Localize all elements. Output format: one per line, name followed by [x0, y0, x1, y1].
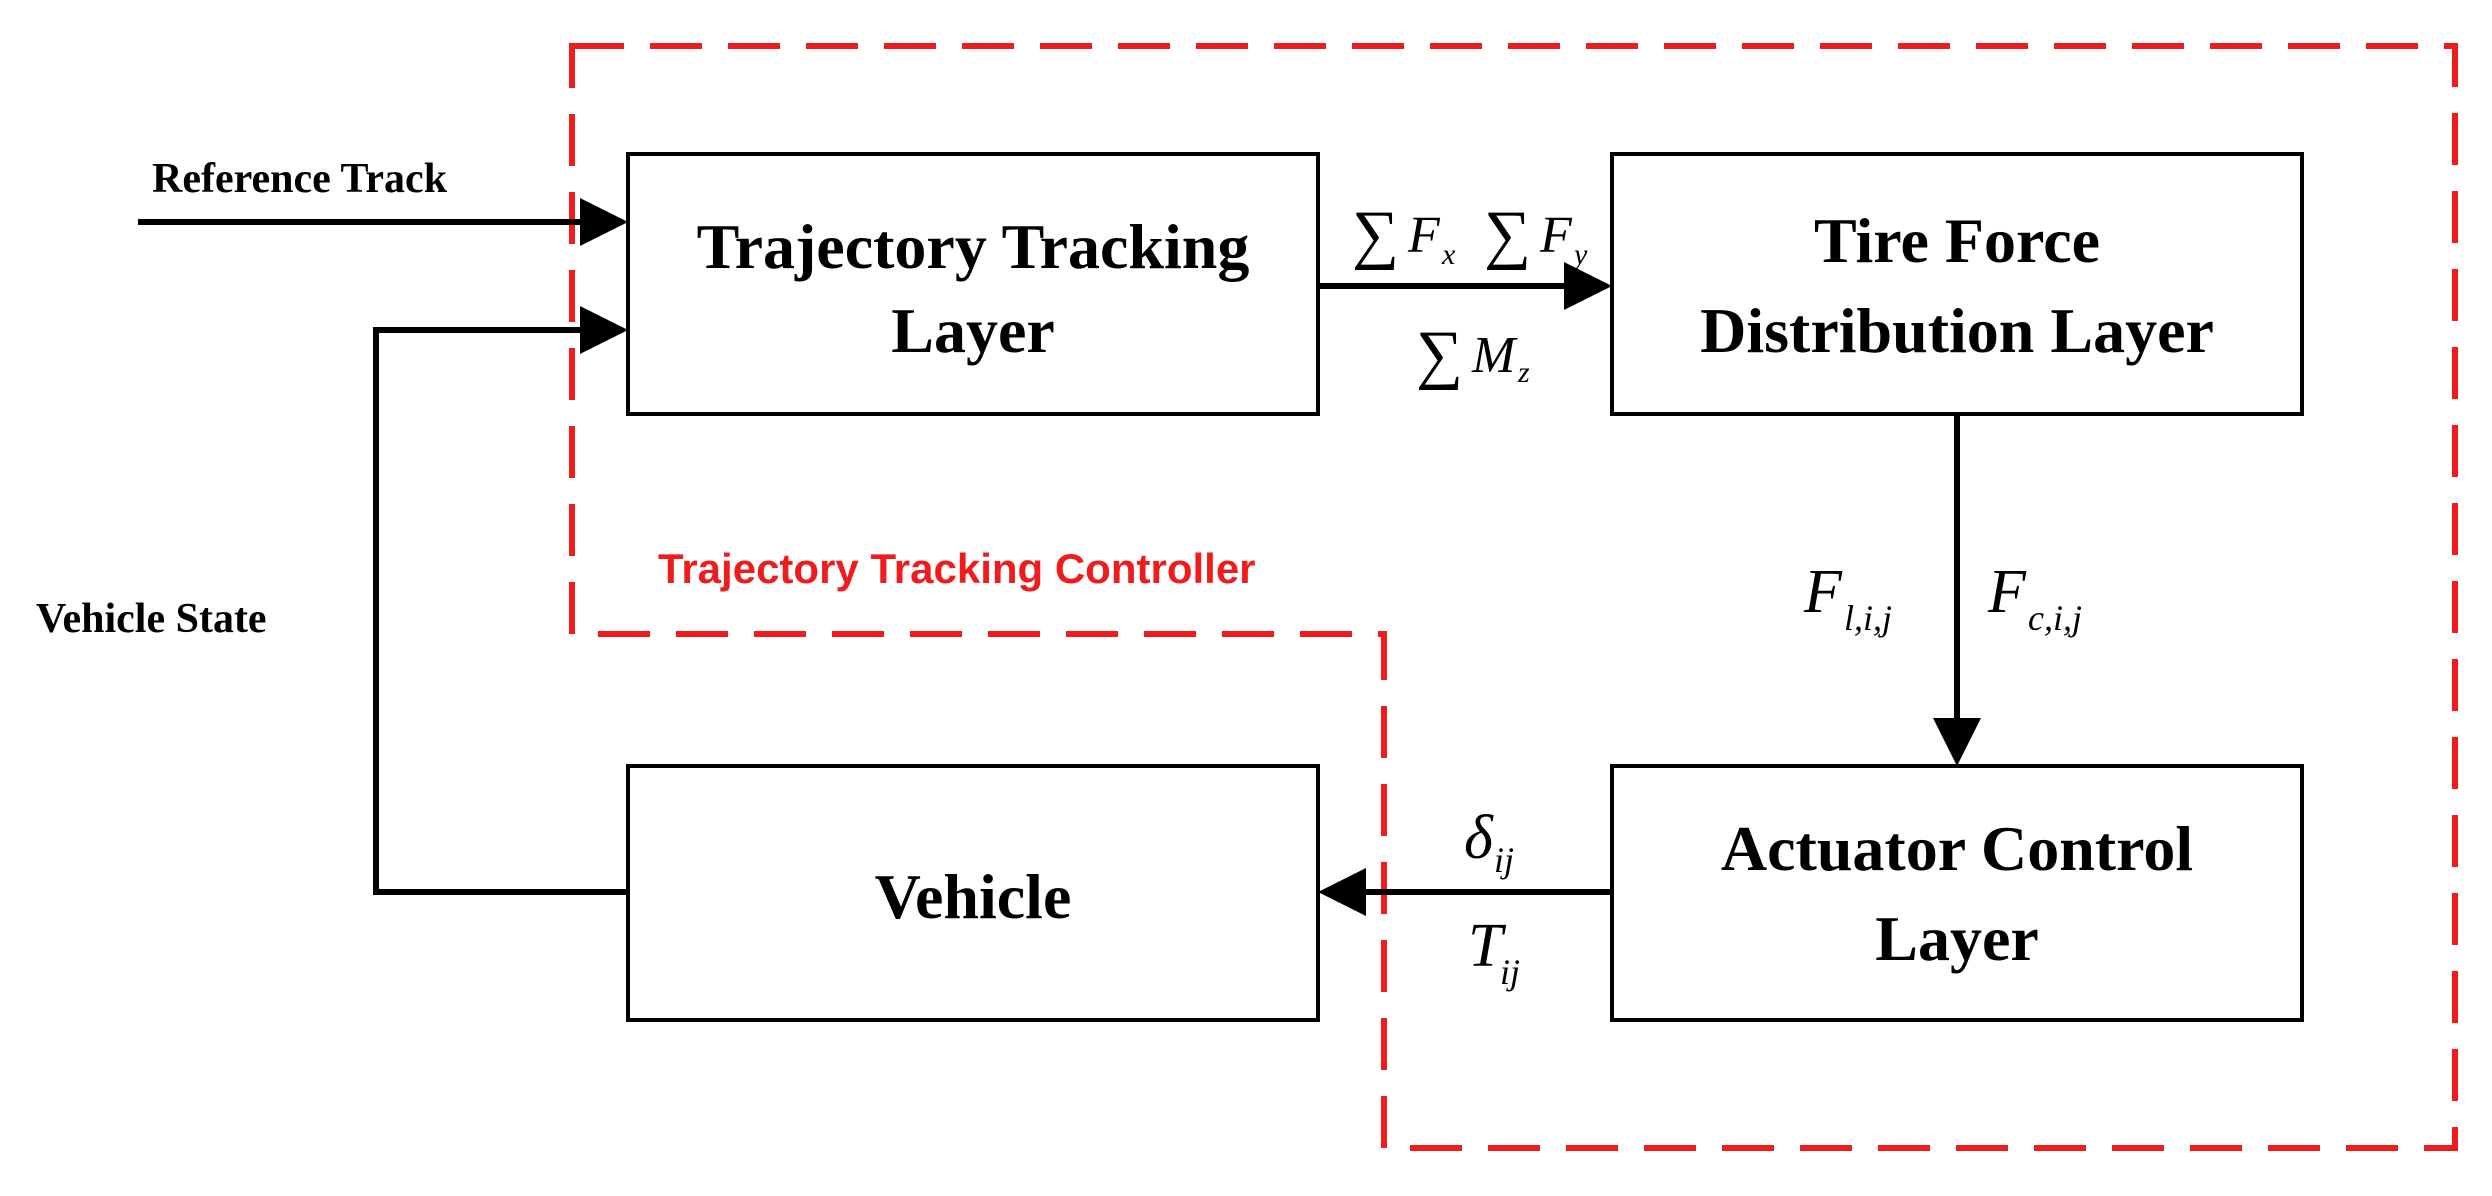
vehicle-label: Vehicle [875, 861, 1072, 932]
fx-variable: F [1407, 207, 1441, 264]
delta-variable: δ [1464, 804, 1494, 872]
fc-subscript: c,i,j [2028, 598, 2082, 638]
fy-subscript: y [1571, 238, 1588, 271]
tire-force-label-2: Distribution Layer [1700, 295, 2214, 366]
torque-subscript: ij [1500, 952, 1520, 992]
tire-force-label-1: Tire Force [1814, 205, 2100, 276]
tire-force-distribution-block [1610, 152, 2304, 416]
actuator-control-block [1610, 764, 2304, 1022]
mz-subscript: z [1517, 356, 1530, 389]
mz-variable: M [1471, 327, 1518, 384]
torque-variable: T [1468, 912, 1507, 980]
trajectory-tracking-label-1: Trajectory Tracking [697, 211, 1250, 282]
controller-label: Trajectory Tracking Controller [658, 545, 1256, 592]
fl-subscript: l,i,j [1844, 598, 1892, 638]
actuator-label-2: Layer [1875, 903, 2039, 974]
vehicle-block [626, 764, 1320, 1022]
sum-mz-symbol: ∑ [1416, 318, 1463, 391]
controller-boundary [569, 43, 2458, 1151]
actuator-label-1: Actuator Control [1721, 813, 2193, 884]
fy-variable: F [1539, 207, 1573, 264]
fc-variable: F [1987, 558, 2027, 626]
fx-subscript: x [1441, 238, 1456, 271]
delta-subscript: ij [1494, 840, 1514, 880]
sum-fy-symbol: ∑ [1484, 198, 1531, 271]
sum-fx-symbol: ∑ [1352, 198, 1399, 271]
trajectory-tracking-block [626, 152, 1320, 416]
vehicle-state-label: Vehicle State [36, 596, 267, 642]
reference-track-label: Reference Track [152, 156, 448, 202]
trajectory-tracking-label-2: Layer [891, 295, 1055, 366]
vehicle-state-feedback-line [373, 306, 628, 895]
fl-variable: F [1803, 558, 1843, 626]
